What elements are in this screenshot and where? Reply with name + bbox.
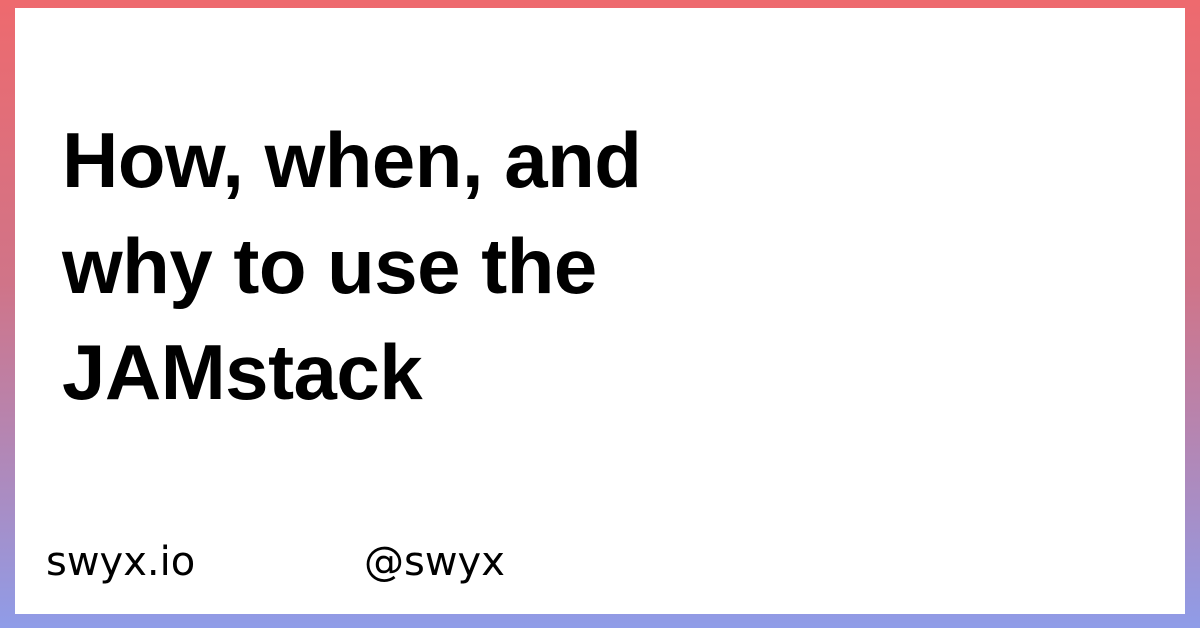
social-card: How, when, and why to use the JAMstack s… — [15, 8, 1185, 614]
page-title: How, when, and why to use the JAMstack — [62, 107, 822, 425]
site-name: swyx.io — [46, 539, 196, 585]
twitter-handle: @swyx — [364, 539, 505, 585]
title-line-3: JAMstack — [62, 328, 423, 416]
title-line-2: why to use the — [62, 222, 597, 310]
title-line-1: How, when, and — [62, 116, 642, 204]
